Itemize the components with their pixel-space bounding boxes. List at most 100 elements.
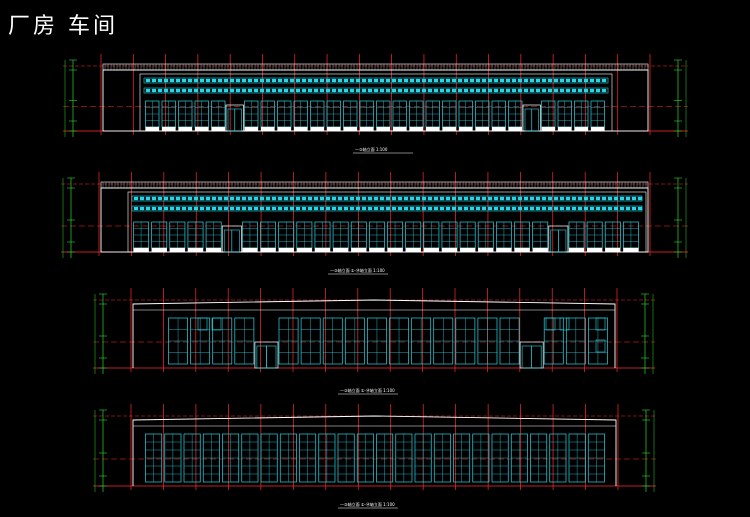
strip-pane [211,196,217,201]
strip-pane [637,206,643,211]
strip-pane [235,88,241,93]
strip-pane [583,196,589,201]
elevation-1: —③轴立面 1:100 [63,54,688,154]
strip-pane [175,78,181,83]
strip-pane [367,88,373,93]
strip-pane [187,88,193,93]
strip-pane [583,88,589,93]
strip-pane [631,206,637,211]
strip-pane [235,196,241,201]
drawing-title: 厂房 车间 [8,14,118,39]
strip-pane [151,88,157,93]
sill [568,247,585,253]
strip-pane [289,78,295,83]
building-outline [132,415,617,486]
strip-pane [193,78,199,83]
strip-pane [415,88,421,93]
strip-pane [445,78,451,83]
strip-pane [559,206,565,211]
strip-pane [217,206,223,211]
strip-pane [145,78,151,83]
strip-pane [403,78,409,83]
strip-pane [343,78,349,83]
strip-pane [379,196,385,201]
strip-pane [151,206,157,211]
strip-pane [181,206,187,211]
strip-pane [151,78,157,83]
strip-pane [589,206,595,211]
strip-pane [343,88,349,93]
strip-pane [175,88,181,93]
door-leaf [531,345,542,369]
strip-pane [595,206,601,211]
strip-pane [325,78,331,83]
sill [491,126,506,132]
elevation-4: —③轴立面 ①-⑭轴立面 1:100 [93,404,656,509]
strip-pane [241,196,247,201]
strip-pane [541,196,547,201]
strip-pane [187,206,193,211]
strip-pane [247,206,253,211]
door-leaf [266,345,277,369]
strip-pane [511,206,517,211]
strip-pane [235,78,241,83]
strip-pane [553,206,559,211]
strip-pane [337,78,343,83]
strip-pane [163,88,169,93]
strip-pane [439,78,445,83]
strip-pane [397,206,403,211]
sill [478,247,494,253]
strip-pane [211,206,217,211]
strip-pane [433,78,439,83]
sill [277,126,292,132]
strip-pane [595,196,601,201]
sill [169,247,186,253]
elevation-caption: —③轴立面 ①-⑭轴立面 1:100 [340,387,395,393]
sill [514,247,530,253]
strip-pane [601,196,607,201]
strip-pane [205,88,211,93]
sill [586,247,603,253]
strip-pane [595,88,601,93]
strip-pane [265,78,271,83]
strip-pane [625,196,631,201]
sill [508,126,523,132]
strip-pane [607,206,613,211]
elevation-3: —③轴立面 ①-⑭轴立面 1:100 [93,288,655,395]
strip-pane [373,196,379,201]
strip-pane [481,196,487,201]
strip-pane [601,206,607,211]
strip-pane [187,196,193,201]
strip-pane [355,88,361,93]
strip-pane [523,88,529,93]
strip-pane [253,78,259,83]
elevation-caption: —③轴立面 ①-⑭轴立面 1:100 [340,501,395,507]
strip-pane [619,196,625,201]
strip-pane [523,78,529,83]
strip-pane [457,78,463,83]
strip-pane [469,206,475,211]
strip-pane [355,206,361,211]
strip-pane [613,206,619,211]
door-leaf [521,345,532,369]
strip-pane [313,88,319,93]
strip-pane [343,206,349,211]
strip-pane [409,88,415,93]
strip-pane [445,196,451,201]
strip-pane [523,206,529,211]
strip-pane [235,206,241,211]
strip-window [143,77,609,84]
strip-pane [457,88,463,93]
sill [242,247,258,253]
strip-pane [163,78,169,83]
strip-pane [289,206,295,211]
strip-pane [511,196,517,201]
strip-pane [403,196,409,201]
strip-pane [391,206,397,211]
sill [359,126,374,132]
strip-pane [193,206,199,211]
strip-pane [193,88,199,93]
strip-pane [355,196,361,201]
small-window [559,317,570,331]
sill [178,126,193,132]
